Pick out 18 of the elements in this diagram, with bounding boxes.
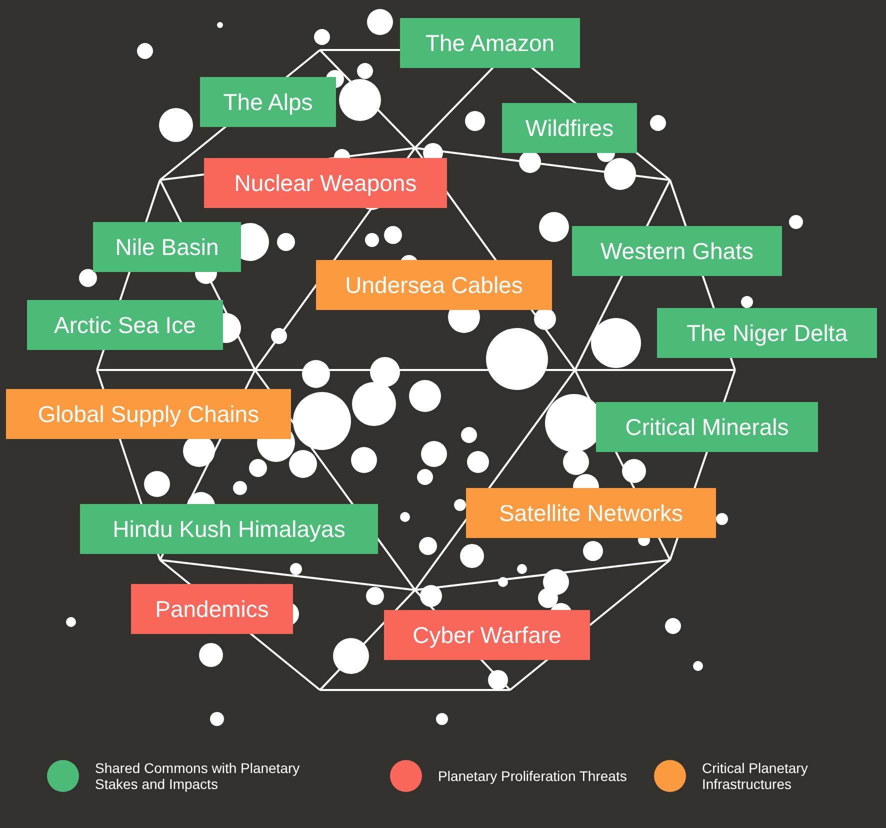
legend-label: Shared Commons with Planetary Stakes and Impacts — [95, 760, 301, 792]
label-box: Cyber Warfare — [384, 610, 590, 660]
legend-label: Critical Planetary Infrastructures — [702, 760, 809, 792]
label-box: The Amazon — [400, 18, 580, 68]
label-box: The Niger Delta — [657, 308, 877, 358]
label-box: Undersea Cables — [316, 260, 552, 310]
label-box: Critical Minerals — [596, 402, 818, 452]
label-box: Nuclear Weapons — [204, 158, 447, 208]
label-box: The Alps — [200, 77, 336, 127]
label-box: Arctic Sea Ice — [27, 300, 223, 350]
label-box: Satellite Networks — [466, 488, 716, 538]
label-box: Nile Basin — [93, 222, 241, 272]
label-box: Western Ghats — [572, 226, 782, 276]
label-box: Wildfires — [502, 103, 637, 153]
label-box: Global Supply Chains — [6, 389, 291, 439]
legend-label: Planetary Proliferation Threats — [438, 768, 628, 784]
label-box: Pandemics — [131, 584, 293, 634]
label-box: Hindu Kush Himalayas — [80, 504, 378, 554]
